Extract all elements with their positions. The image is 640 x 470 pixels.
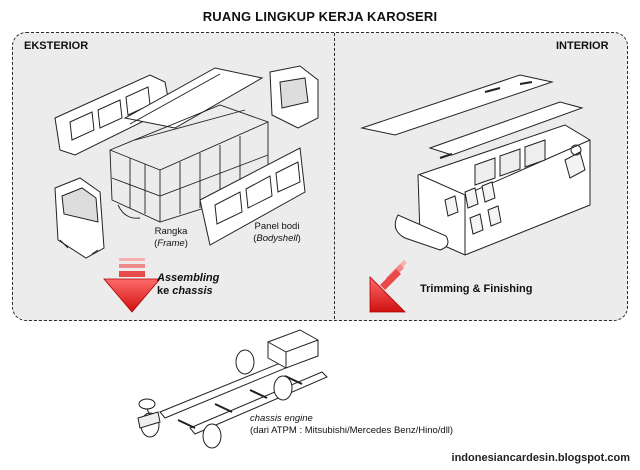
finishing-arrow	[369, 260, 407, 313]
interior-front-cap	[394, 214, 449, 251]
assembling-line2-em: chassis	[172, 285, 213, 297]
assembling-line1: Assembling	[157, 272, 220, 284]
chassis-name: chassis engine	[250, 413, 313, 424]
diagram-title: RUANG LINGKUP KERJA KAROSERI	[202, 9, 438, 24]
panel-divider	[334, 33, 335, 319]
rear-panel	[269, 65, 319, 129]
front-panel	[54, 177, 105, 259]
assembling-label: Assembling ke chassis	[157, 272, 219, 298]
frame-label-text: Rangka	[154, 226, 188, 237]
roof-panel	[123, 67, 264, 129]
chassis-engine-art	[137, 329, 328, 449]
panel-label-en: Bodyshell	[256, 233, 298, 244]
frame-label-en: Frame	[157, 238, 185, 249]
interior-heading: INTERIOR	[556, 40, 609, 52]
chassis-note: (dari ATPM : Mitsubishi/Mercedes Benz/Hi…	[250, 425, 454, 436]
frame-label: Rangka (Frame)	[154, 226, 188, 249]
site-footer: indonesiancardesin.blogspot.com	[451, 452, 630, 464]
panel-label: Panel bodi (Bodyshell)	[253, 221, 301, 244]
trimming-finishing-label: Trimming & Finishing	[420, 283, 533, 295]
assembling-arrow	[103, 258, 161, 313]
assembling-line2-prefix: ke	[157, 285, 173, 297]
bodyshell-panel	[199, 147, 306, 246]
panel-label-text: Panel bodi	[254, 221, 300, 232]
ceiling-trim	[360, 74, 584, 159]
chassis-label: chassis engine (dari ATPM : Mitsubishi/M…	[250, 413, 453, 437]
exterior-heading: EKSTERIOR	[24, 40, 89, 52]
